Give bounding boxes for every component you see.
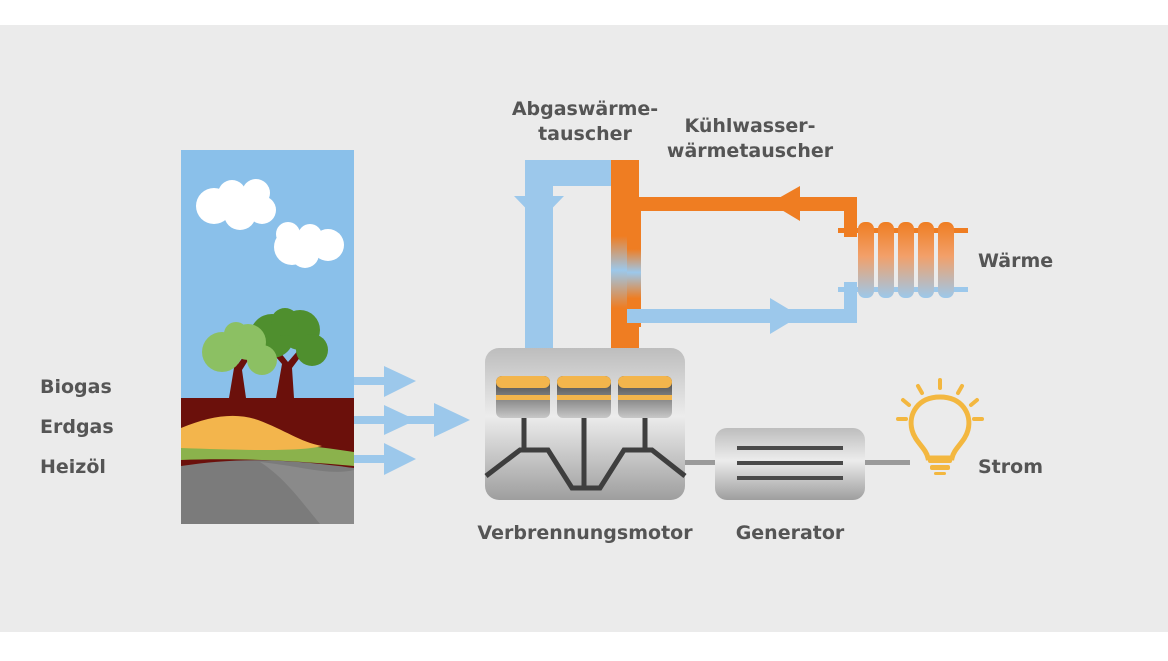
lightbulb-icon [896,378,984,475]
coolant-exchanger-label-line1: Kühlwasser- [684,115,816,137]
piston [557,376,611,418]
down-arrow-icon [514,196,564,222]
fuel-label-heizoel: Heizöl [40,456,106,478]
fuel-arrows [354,366,470,475]
radiator-icon [838,222,968,298]
fuel-label-erdgas: Erdgas [40,416,114,438]
generator-icon [715,428,865,500]
biogas-hill [181,415,322,450]
exhaust-exchanger-label-line1: Abgaswärme- [511,98,659,120]
fuel-source-panel [181,150,354,524]
coolant-exchanger-label-line2: wärmetauscher [666,140,834,162]
engine-icon [484,348,687,500]
heat-label: Wärme [978,250,1054,272]
fuel-label-biogas: Biogas [40,376,112,398]
cloud-icon [274,222,344,268]
cloud-icon [196,179,276,230]
tree-icon [202,322,277,398]
coolant-loop [627,186,857,334]
left-arrow-icon [770,186,800,221]
shaft [685,460,715,465]
engine-label: Verbrennungsmotor [477,522,693,544]
shaft [865,460,910,465]
power-label: Strom [978,456,1043,478]
piston [496,376,550,418]
grey-wedge [260,462,354,524]
piston [618,376,672,418]
right-arrow-icon [770,298,800,334]
exhaust-exchanger-label-line2: tauscher [538,123,632,145]
generator-label: Generator [735,522,845,544]
